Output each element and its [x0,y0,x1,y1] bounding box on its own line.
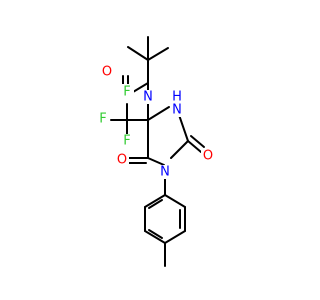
bond [127,46,149,61]
bond [164,230,186,244]
atom-f-bottom: F [123,134,130,149]
atom-f-top: F [123,85,130,100]
bond [147,106,170,121]
bond [190,135,205,148]
atom-f-left: F [99,112,106,127]
atom-n-ring: N [160,165,170,180]
bond [187,140,202,153]
bond [164,194,186,208]
bond [147,47,169,61]
atom-h-ring: H [172,90,182,105]
atom-o-right: O [203,149,213,164]
atom-n-amide: N [143,90,153,105]
molecule-canvas: O N F F F H N O O N [99,36,214,267]
atom-n-ring-h: N [172,103,182,118]
bond [148,229,163,239]
atom-o-amide: O [102,65,112,80]
bond [148,199,163,209]
atom-o-left: O [117,153,127,168]
bond [170,140,189,159]
bond [144,194,166,208]
bond [147,157,165,166]
bond [144,230,166,244]
structure-diagram: O N F F F H N O O N [99,36,214,267]
